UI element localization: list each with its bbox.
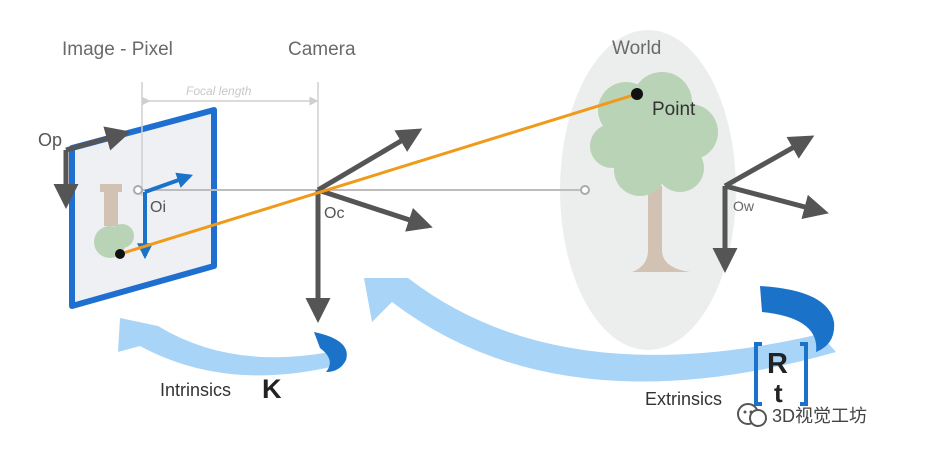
- tree-icon: [590, 72, 718, 272]
- focal-length-dimension: [141, 82, 319, 196]
- world-axes: [712, 135, 829, 273]
- ow-label: Ow: [733, 198, 755, 214]
- op-label: Op: [38, 130, 62, 150]
- intrinsics-arrow-tail: [314, 332, 347, 372]
- image-pixel-label: Image - Pixel: [62, 39, 173, 60]
- camera-label: Camera: [288, 39, 356, 60]
- world-axis-point: [580, 185, 590, 195]
- extrinsics-t-symbol: t: [774, 378, 783, 408]
- watermark-text: 3D视觉工坊: [772, 406, 867, 426]
- oc-label: Oc: [324, 205, 344, 222]
- extrinsics-arrow-tail: [760, 286, 835, 352]
- oi-label: Oi: [150, 199, 166, 216]
- intrinsics-arrow: [118, 318, 335, 376]
- world-point-marker: [631, 88, 643, 100]
- wechat-icon: [737, 403, 767, 427]
- extrinsics-label: Extrinsics: [645, 389, 722, 409]
- world-label: World: [612, 38, 661, 59]
- principal-point: [133, 185, 143, 195]
- extrinsics-arrow: [364, 278, 836, 382]
- image-point-marker: [115, 249, 125, 259]
- camera-axes: [305, 128, 433, 323]
- projection-ray: [119, 92, 638, 256]
- extrinsics-bracket: [754, 342, 808, 406]
- intrinsics-symbol: K: [262, 374, 282, 404]
- intrinsics-label: Intrinsics: [160, 380, 231, 400]
- extrinsics-r-symbol: R: [767, 348, 788, 380]
- watermark: 3D视觉工坊: [737, 403, 867, 427]
- point-label: Point: [652, 99, 696, 120]
- pixel-axes: [53, 126, 131, 209]
- focal-length-label: Focal length: [186, 84, 252, 98]
